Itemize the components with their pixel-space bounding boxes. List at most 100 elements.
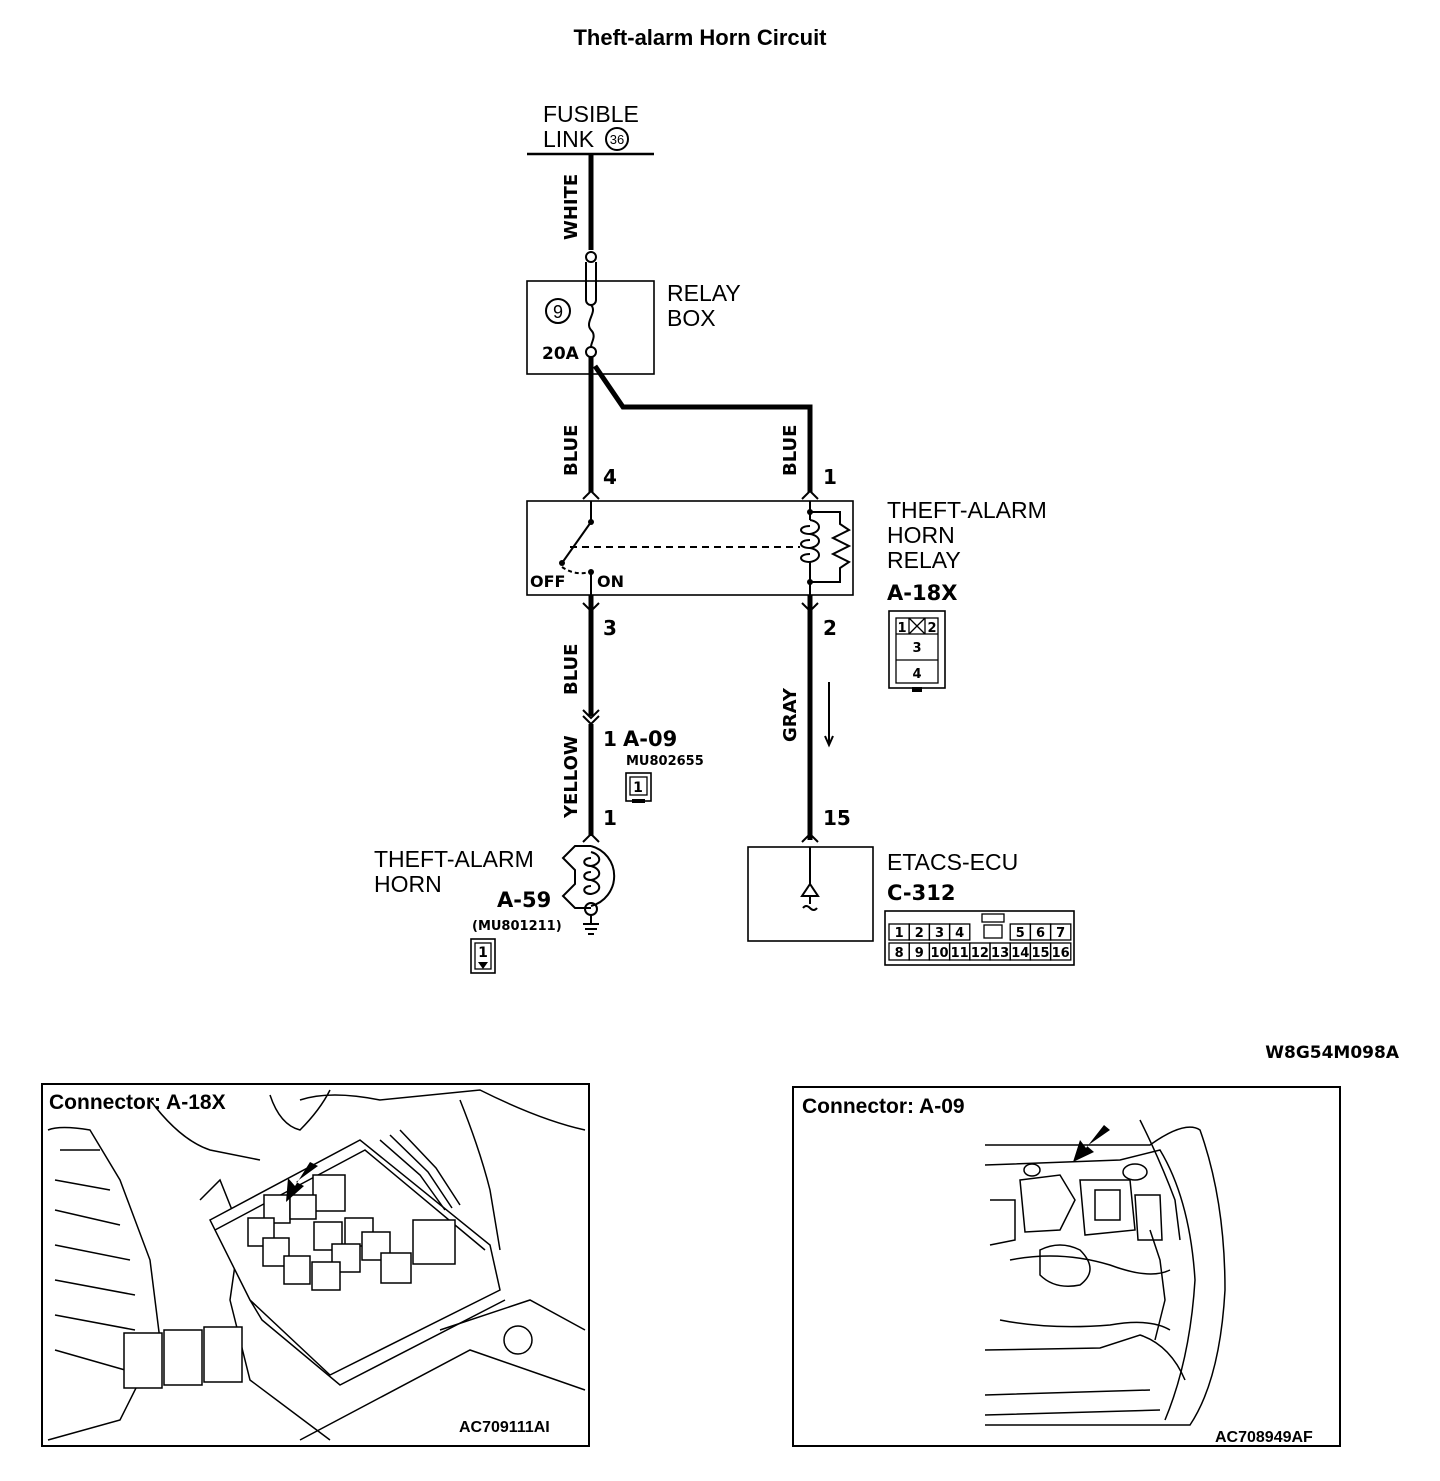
relay-module-7	[313, 1221, 343, 1251]
a59-face-outline	[470, 938, 496, 974]
connector-chevron-ecu	[801, 832, 819, 843]
c312-pin-label: 4	[955, 926, 964, 941]
wire-label-blue-left-upper: BLUE	[561, 425, 582, 476]
relay-module-12	[380, 1252, 412, 1284]
horn-relay: OFF ON THEFT-ALARM HORN RELAY A-18X 1 2 …	[526, 497, 1047, 692]
a18x-pin-2: 2	[927, 621, 936, 636]
relay-box-fuse-number: 9	[553, 302, 563, 322]
connector-chevron-relay-4	[582, 489, 600, 500]
connector-chevron-horn	[582, 832, 600, 843]
fusible-link-number-circle	[605, 127, 629, 151]
a09-face-tab	[632, 799, 645, 803]
front-relay-2	[163, 1329, 203, 1386]
harness-routing	[999, 1119, 1181, 1341]
c312-pin-label: 16	[1052, 946, 1070, 961]
a09-connector-name: A-09	[623, 727, 677, 751]
c312-pin-label: 9	[915, 946, 924, 961]
c312-pin-cell	[948, 923, 971, 941]
horn-label-line1: THEFT-ALARM	[374, 846, 534, 872]
relay-switch-on-label: ON	[597, 572, 624, 591]
panel-a18x-illustration	[47, 1089, 586, 1441]
ecu-label: ETACS-ECU	[887, 849, 1018, 875]
c312-pin-label: 12	[971, 946, 989, 961]
horn-coil	[583, 851, 601, 896]
c312-pin-label: 8	[895, 946, 904, 961]
reservoir-cap	[1023, 1163, 1041, 1177]
panel-a18x-code: AC709111AI	[459, 1419, 550, 1436]
horn-part-number: (MU801211)	[472, 919, 562, 934]
c312-pin-label: 3	[935, 926, 944, 941]
horn-connector: A-59	[497, 888, 551, 912]
c312-pin-label: 6	[1036, 926, 1045, 941]
wire-blue-right	[592, 364, 813, 492]
horn-body	[590, 845, 616, 907]
c312-pin-label: 2	[915, 926, 924, 941]
relay-module-13	[412, 1219, 456, 1265]
relay-module-4	[289, 1194, 317, 1220]
strut-tower	[1122, 1163, 1148, 1181]
ecu-input-diode	[800, 882, 820, 897]
a18x-pin-4: 4	[912, 667, 921, 682]
horn-relay-connector: A-18X	[887, 581, 957, 605]
relay-box-fuse-rating: 20A	[542, 344, 580, 364]
bumper-contour	[984, 1334, 1186, 1416]
fuse-body	[585, 262, 597, 306]
relay-box-fuse-number-circle	[545, 298, 571, 324]
a59-face-pin: 1	[478, 945, 488, 961]
relay-switch-arm	[561, 521, 592, 564]
a09-face-inner	[629, 776, 648, 796]
relay-switch-pivot	[559, 560, 565, 566]
a18x-face-tab	[912, 687, 922, 692]
c312-pin-label: 13	[991, 946, 1009, 961]
fuse-terminal-bottom	[585, 346, 597, 358]
panel-connector-a18x: Connector: A-18X AC709111AI	[41, 1083, 590, 1447]
c312-face-latch	[981, 913, 1005, 923]
c312-pin-label: 5	[1016, 926, 1025, 941]
current-flow-arrow	[824, 682, 834, 748]
wire-label-blue-left-lower: BLUE	[561, 644, 582, 695]
pin-relay-1: 1	[823, 465, 837, 489]
a59-face-key	[478, 962, 488, 969]
horn-bell	[561, 845, 591, 909]
theft-alarm-horn: THEFT-ALARM HORN A-59 (MU801211) 1	[374, 845, 616, 974]
wire-label-yellow: YELLOW	[561, 735, 582, 819]
front-relay-3	[203, 1326, 243, 1383]
wire-label-blue-right: BLUE	[780, 425, 801, 476]
ecu-input-ground	[802, 896, 818, 911]
pin-a09-1: 1	[603, 727, 617, 751]
horn-relay-label-line1: THEFT-ALARM	[887, 497, 1047, 523]
front-relay-1	[123, 1332, 163, 1389]
diagram-code: W8G54M098A	[1265, 1043, 1400, 1063]
a18x-pin-1: 1	[897, 621, 906, 636]
pin-ecu-15: 15	[823, 806, 851, 830]
wire-label-white: WHITE	[561, 174, 582, 240]
wire-label-gray: GRAY	[780, 687, 801, 742]
c312-pin-label: 15	[1031, 946, 1049, 961]
c312-pin-label: 1	[895, 926, 904, 941]
panel-a18x-title: Connector: A-18X	[49, 1091, 226, 1114]
a09-part-number: MU802655	[626, 754, 704, 769]
harness-bundle	[269, 1089, 461, 1211]
pin-relay-3: 3	[603, 616, 617, 640]
c312-pin-cell	[1049, 942, 1072, 961]
c312-face-outline	[884, 910, 1075, 966]
horn-label-line2: HORN	[374, 871, 442, 897]
relay-coil	[800, 519, 820, 568]
horn-relay-label-line3: RELAY	[887, 547, 961, 573]
fuse-terminal-top	[585, 251, 597, 263]
engine-components	[989, 1174, 1163, 1287]
c312-pin-cell	[1049, 923, 1072, 941]
horn-relay-outline	[526, 500, 854, 596]
c312-pin-label: 10	[930, 946, 948, 961]
a09-face-pin: 1	[633, 780, 643, 796]
pin-relay-4: 4	[603, 465, 617, 489]
pin-relay-2: 2	[823, 616, 837, 640]
ecu-connector: C-312	[887, 881, 955, 905]
vehicle-front-outline	[984, 1126, 1226, 1426]
relay-box-label-line1: RELAY	[667, 280, 741, 306]
fusible-link-label-line2: LINK	[543, 126, 595, 152]
locator-arrow-a18x	[286, 1162, 318, 1202]
